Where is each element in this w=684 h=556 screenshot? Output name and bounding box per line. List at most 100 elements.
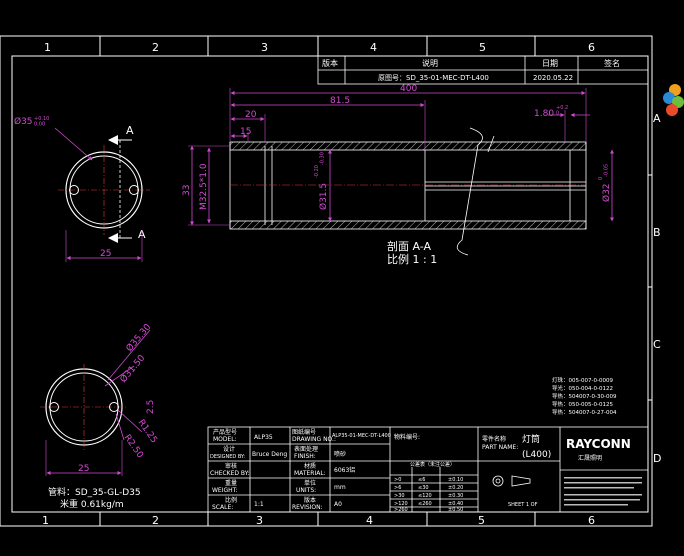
dim-dia-31-5-tol: -0.20-0.30 xyxy=(314,152,326,178)
end-view-top: A A Ø35 +0.100.00 25 xyxy=(14,116,150,262)
tb-part-name-sub: (L400) xyxy=(522,450,551,460)
dim-dia-33: 33 xyxy=(182,185,192,196)
rev-header-version: 版本 xyxy=(322,58,338,68)
company-fine-print xyxy=(564,477,642,506)
tb-finish-en: FINISH: xyxy=(294,453,316,460)
rev-header-desc: 说明 xyxy=(422,58,438,68)
tb-checked-en: CHECKED BY: xyxy=(210,470,250,477)
dim-dia-32: Ø32 xyxy=(601,183,612,202)
tb-model-cn: 产品型号 xyxy=(213,428,237,436)
tol-b: ≤30 xyxy=(418,485,429,491)
rev-row-date: 2020.05.22 xyxy=(533,74,573,82)
part-list: 灯珠：005-007-0-0009 导光：050-004-0-0122 导热：5… xyxy=(552,376,617,416)
tb-sheet: SHEET 1 OF xyxy=(508,502,538,508)
dim-end-width-top: 25 xyxy=(100,249,111,259)
tol-c: ±0.30 xyxy=(448,493,463,499)
part-list-item: 导热：504007-0-27-004 xyxy=(552,408,617,416)
tb-revision-value: A0 xyxy=(334,501,342,508)
tol-a: >6 xyxy=(394,485,401,491)
tb-scale-en: SCALE: xyxy=(212,504,233,511)
dim-end-width-bottom: 25 xyxy=(78,464,89,474)
tb-company-cn: 汇晟照明 xyxy=(578,454,602,462)
tb-finish-cn: 表面处理 xyxy=(294,445,318,453)
tol-b: ≤120 xyxy=(418,493,432,499)
end-view-bottom: Ø35.30 Ø31.50 2.5 R1.25 R2.50 25 管料：SD_3… xyxy=(40,321,159,510)
part-list-item: 灯珠：005-007-0-0009 xyxy=(552,376,613,384)
tb-material-value: 6063铝 xyxy=(334,466,355,474)
tb-material-cn: 材质 xyxy=(304,462,316,470)
dim-thread: M32.5*1.0 xyxy=(199,163,209,210)
dim-groove-width: 1.80 xyxy=(534,109,554,119)
tb-unit-value: mm xyxy=(334,484,346,491)
material-note-line1: 管料：SD_35-GL-D35 xyxy=(48,486,141,498)
dim-bot-2-5: 2.5 xyxy=(146,400,156,414)
part-list-item: 导热：050-005-0-0125 xyxy=(552,400,613,408)
tb-unit-en: UNITS: xyxy=(296,487,316,494)
section-scale: 比例 1 : 1 xyxy=(387,252,437,266)
app-logo-icon xyxy=(662,80,684,126)
col-marker: 6 xyxy=(588,514,595,527)
tb-drawing-en: DRAWING NO.: xyxy=(292,436,336,443)
tb-scale-value: 1:1 xyxy=(254,501,264,508)
tol-a: >30 xyxy=(394,493,405,499)
col-marker: 2 xyxy=(152,514,159,527)
tol-a: >120 xyxy=(394,501,408,507)
section-cut-label-top: A xyxy=(126,124,134,137)
tol-b: ≤6 xyxy=(418,477,425,483)
tb-designed-cn: 设计 xyxy=(223,445,235,453)
dim-dia-31-5: Ø31.5 xyxy=(318,183,329,210)
tb-part-name-en: PART NAME: xyxy=(482,444,518,451)
part-list-item: 导热：504007-0-30-009 xyxy=(552,392,617,400)
tb-weight-cn: 重量 xyxy=(225,479,237,487)
col-marker: 1 xyxy=(44,41,51,54)
dim-bot-r1-25: R1.25 xyxy=(136,418,159,445)
dim-length-81-5: 81.5 xyxy=(330,96,350,106)
dim-dia-32-tol: 0-0.05 xyxy=(598,164,610,180)
dim-total-length: 400 xyxy=(400,84,417,94)
tol-a: >0 xyxy=(394,477,401,483)
col-marker: 5 xyxy=(478,514,485,527)
revision-table: 版本 说明 日期 签名 原图号：SD_35-01-MEC-DT-L400 202… xyxy=(317,55,649,85)
tb-drawing-cn: 图纸编号 xyxy=(292,428,316,436)
tol-c: ±0.10 xyxy=(448,477,463,483)
tb-designed-en: DESIGNED BY: xyxy=(210,454,245,460)
col-marker: 3 xyxy=(261,41,268,54)
tb-tolerance-title: 公差表（未注公差） xyxy=(410,461,455,468)
col-marker: 4 xyxy=(366,514,373,527)
col-marker: 4 xyxy=(370,41,377,54)
tb-unit-cn: 单位 xyxy=(304,479,316,487)
tb-drawing-value: ALP35-01-MEC-DT-L400 xyxy=(332,433,391,439)
column-markers-top: 1 2 3 4 5 6 xyxy=(44,41,595,54)
col-marker: 5 xyxy=(479,41,486,54)
tol-b: ≤260 xyxy=(418,501,432,507)
tol-a: >260 xyxy=(394,507,408,513)
tb-scale-cn: 比例 xyxy=(225,496,237,504)
dim-bot-dia-31-50: Ø31.50 xyxy=(118,352,148,384)
row-marker: B xyxy=(653,226,661,239)
tol-c: ±0.20 xyxy=(448,485,463,491)
dim-bot-r2-50: R2.50 xyxy=(122,433,145,460)
tb-part-name-value: 灯筒 xyxy=(522,433,540,445)
rev-header-date: 日期 xyxy=(542,59,558,68)
tb-part-name-cn: 零件名称 xyxy=(482,435,506,443)
tb-finish-value: 喷砂 xyxy=(334,450,346,458)
rev-header-sign: 签名 xyxy=(604,58,620,68)
rev-row-desc: 原图号：SD_35-01-MEC-DT-L400 xyxy=(378,74,489,82)
tb-checked-cn: 审核 xyxy=(225,462,237,470)
tb-revision-cn: 版本 xyxy=(304,496,316,504)
col-marker: 3 xyxy=(256,514,263,527)
drawing-frame xyxy=(0,35,653,527)
material-note-line2: 米重 0.61kg/m xyxy=(60,498,124,510)
tb-material-code: 物料编号: xyxy=(394,433,420,441)
part-list-item: 导光：050-004-0-0122 xyxy=(552,384,613,392)
col-marker: 2 xyxy=(152,41,159,54)
title-block: 产品型号 MODEL: ALP35 图纸编号 DRAWING NO.: ALP3… xyxy=(207,426,649,513)
tb-model-value: ALP35 xyxy=(254,434,273,441)
row-marker: D xyxy=(653,452,661,465)
column-markers-bottom: 1 2 3 4 5 6 xyxy=(42,514,595,527)
dim-length-15: 15 xyxy=(240,127,251,137)
row-markers: A B C D xyxy=(653,112,661,465)
